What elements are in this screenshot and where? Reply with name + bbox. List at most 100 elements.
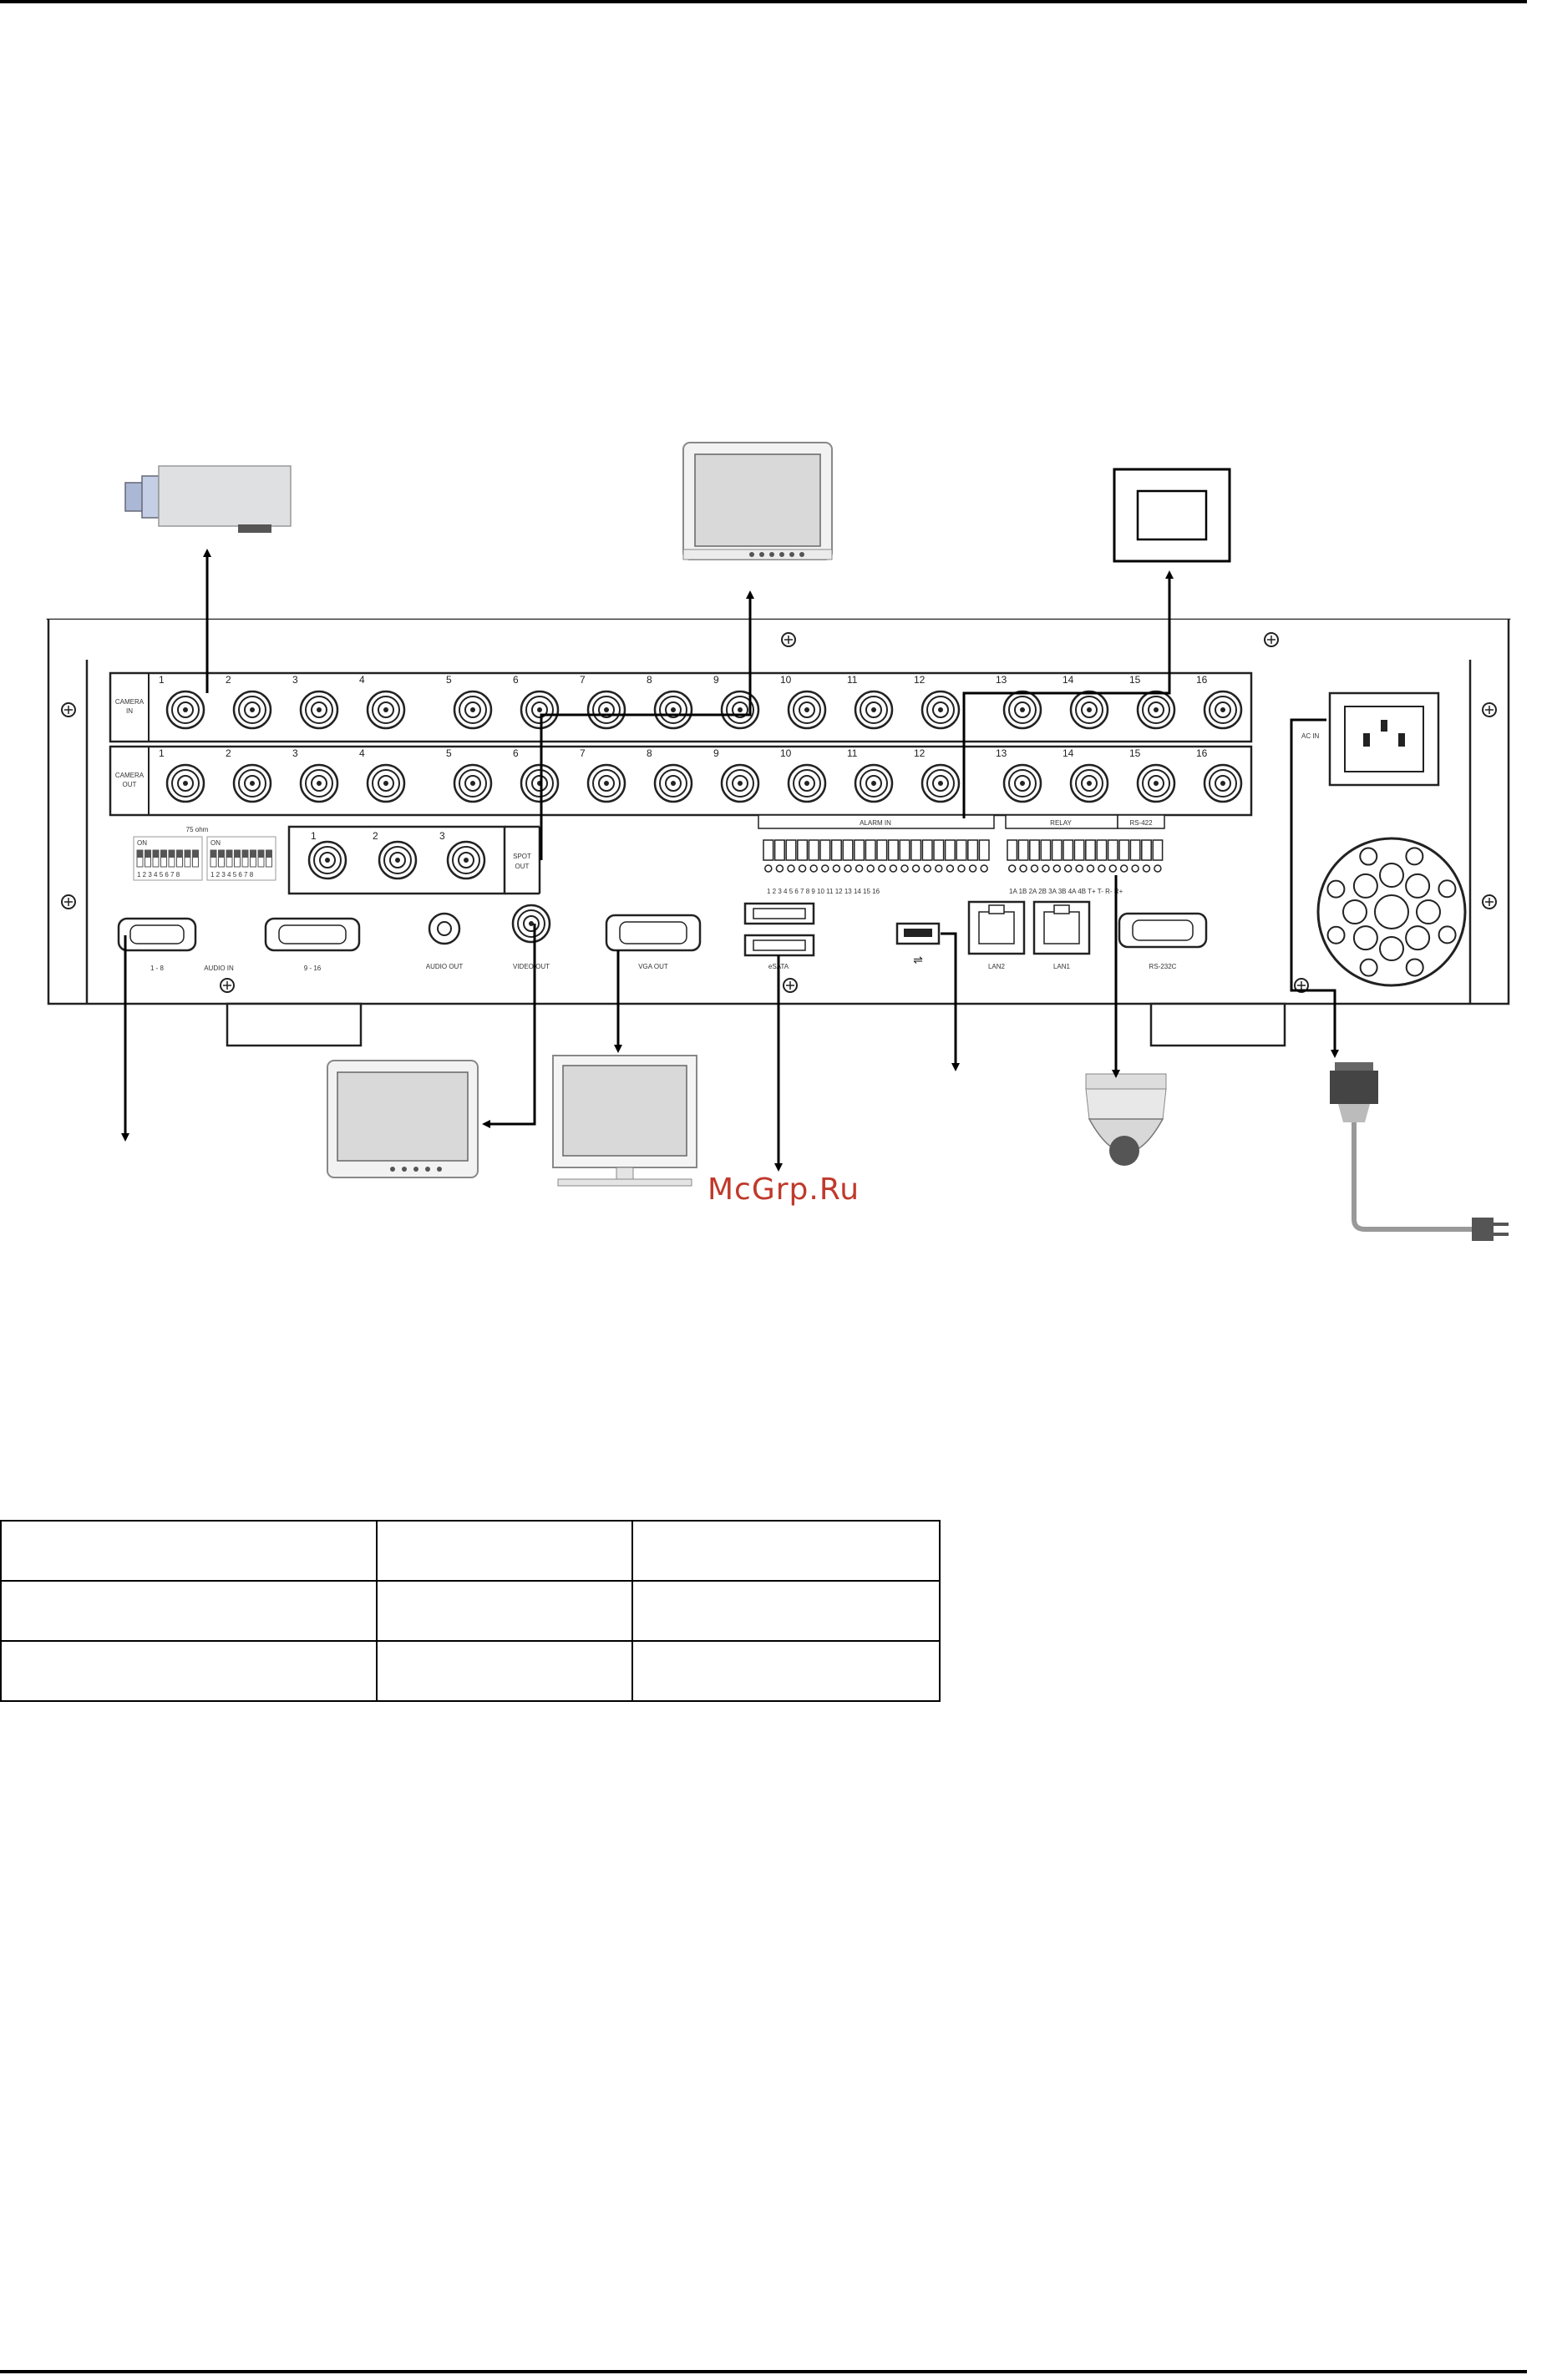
channel-number: 6 (513, 747, 519, 759)
relay-label: RELAY (1050, 819, 1072, 827)
dip-lever (160, 850, 167, 858)
alarm-in-terminal: ALARM IN 1 2 3 4 5 6 7 8 9 10 11 12 13 1… (758, 814, 995, 895)
channel-number: 5 (446, 674, 452, 686)
fan-hole (1359, 958, 1378, 977)
terminal-pin (854, 839, 865, 861)
table-cell (376, 1580, 633, 1642)
ac-in-label: AC IN (1301, 732, 1320, 740)
terminal-screw (980, 864, 988, 873)
terminal-pin (1051, 839, 1063, 861)
dip-lever (192, 850, 199, 858)
terminal-screw (821, 864, 829, 873)
audio-out-port: AUDIO OUT (426, 912, 464, 970)
channel-number: 9 (713, 674, 719, 686)
audio-out-label: AUDIO OUT (426, 963, 464, 970)
usb-icon: ⇌ (913, 953, 923, 966)
fan-hole (1405, 958, 1424, 977)
channel-number: 11 (847, 747, 858, 759)
table-row (0, 1640, 941, 1702)
watermark: McGrp.Ru (707, 1172, 860, 1207)
bnc-connector (520, 763, 560, 803)
bnc-connector (453, 690, 493, 730)
terminal-screw (798, 864, 807, 873)
bnc-connector (1069, 690, 1109, 730)
channel-number: 7 (580, 674, 586, 686)
bnc-connector (165, 763, 205, 803)
terminal-pin (1073, 839, 1085, 861)
fan-hole (1438, 879, 1457, 899)
terminal-pin (865, 839, 876, 861)
terminal-pin (921, 839, 933, 861)
spot-num-3: 3 (439, 830, 445, 842)
bnc-connector (165, 690, 205, 730)
terminal-pin (1029, 839, 1040, 861)
dip-lever (185, 850, 190, 858)
terminal-pin (876, 839, 888, 861)
dip-lever (210, 850, 216, 858)
terminal-screw (1007, 864, 1017, 873)
terminal-screw (1019, 864, 1027, 873)
terminal-screw (866, 864, 875, 873)
dip-on-label-2: ON (210, 839, 221, 847)
lan2-port: LAN2 (967, 900, 1026, 970)
rs232c-port: RS-232C (1118, 912, 1208, 970)
table-cell (0, 1580, 378, 1642)
channel-number: 4 (359, 747, 365, 759)
channel-number: 3 (292, 674, 298, 686)
fan-hole (1405, 925, 1431, 951)
terminal-screw (1142, 864, 1151, 873)
fan-hole (1352, 873, 1378, 899)
channel-number: 14 (1063, 674, 1074, 686)
terminal-screw (1119, 864, 1128, 873)
bnc-connector (720, 763, 760, 803)
dip-lever (176, 850, 183, 858)
terminal-screw (1042, 864, 1050, 873)
fan-hole (1359, 847, 1378, 866)
terminal-screw (787, 864, 795, 873)
dip-lever (145, 850, 151, 858)
terminal-pin (887, 839, 899, 861)
channel-number: 10 (780, 747, 792, 759)
fan-hole (1379, 936, 1404, 961)
channel-number: 15 (1129, 674, 1141, 686)
channel-number: 1 (159, 674, 165, 686)
dip-numbers-1: 1 2 3 4 5 6 7 8 (137, 871, 180, 879)
table-cell (631, 1640, 941, 1702)
terminal-screw (1063, 864, 1073, 873)
dip-lever (169, 850, 175, 858)
channel-number: 13 (996, 747, 1007, 759)
table-cell (376, 1640, 633, 1702)
dip-lever (137, 850, 143, 858)
spot-out-panel: 1 2 3 SPOT OUT (287, 825, 541, 895)
fan-hole (1438, 925, 1457, 944)
terminal-screw (900, 864, 909, 873)
terminal-screw (957, 864, 966, 873)
table-cell (376, 1520, 633, 1582)
lan2-label: LAN2 (988, 963, 1006, 970)
terminal-pin (956, 839, 967, 861)
terminal-pin (763, 839, 774, 861)
terminal-pin (1096, 839, 1108, 861)
channel-number: 10 (780, 674, 792, 686)
terminal-pin (1152, 839, 1164, 861)
terminal-pin (797, 839, 809, 861)
esata-ports: eSATA (743, 902, 815, 970)
terminal-screw (775, 864, 784, 873)
video-out-port: VIDEO OUT (511, 904, 551, 970)
terminal-pin (808, 839, 819, 861)
relay-terminal: RELAY RS-422 1A 1B 2A 2B 3A 3B 4A 4B T+ … (1005, 814, 1165, 895)
terminal-screw (832, 864, 841, 873)
terminal-screw (1154, 864, 1162, 873)
terminal-pin (967, 839, 979, 861)
spot-out-label-2: OUT (515, 863, 530, 870)
bnc-connector (1002, 763, 1042, 803)
terminal-pin (819, 839, 831, 861)
bnc-connector (1203, 690, 1243, 730)
terminal-screw (809, 864, 818, 873)
fan-hole (1379, 863, 1404, 888)
bottom-rule (0, 2370, 1527, 2373)
camera-icon (124, 465, 292, 533)
bnc-connector (232, 690, 272, 730)
